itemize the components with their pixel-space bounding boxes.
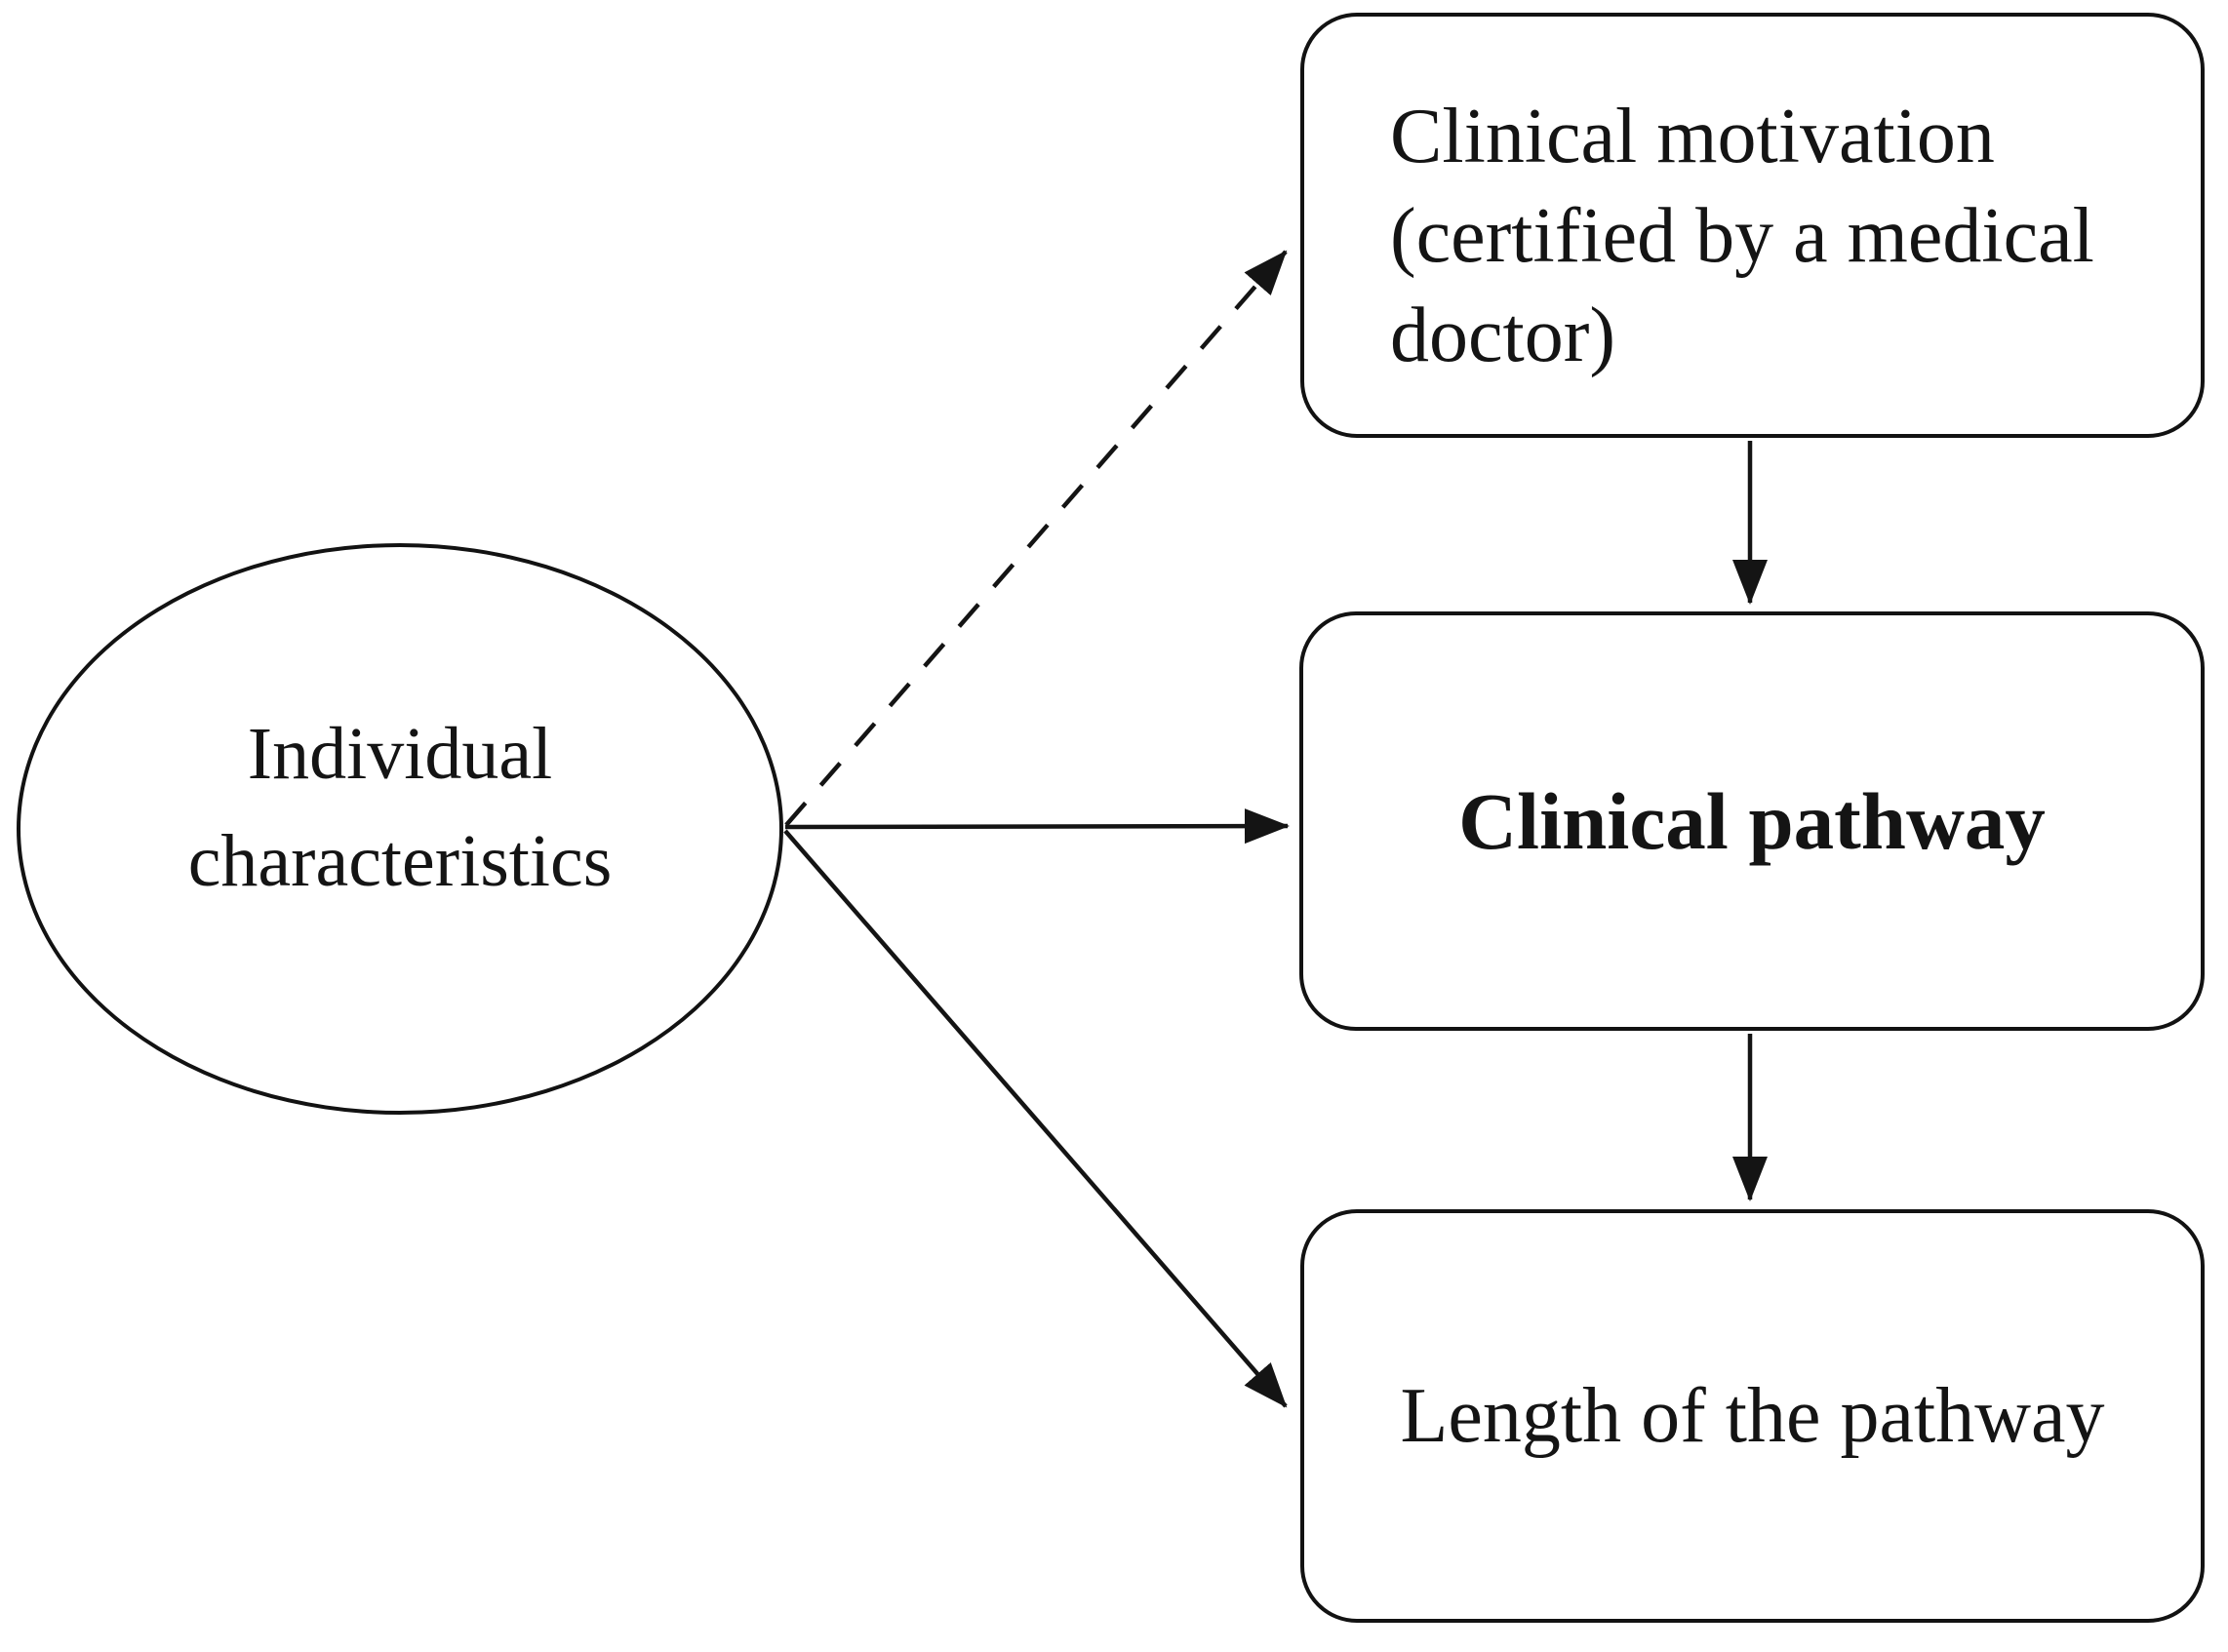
clinical-motivation-line-3: doctor) [1390,293,1616,378]
edge-individual-to-clinical-motivation [784,250,1288,827]
clinical-motivation-line-2: (certified by a medical [1390,193,2094,279]
individual-characteristics-label: Individual characteristics [187,713,613,902]
node-clinical-motivation: Clinical motivation (certified by a medi… [1300,13,2205,438]
node-length-of-pathway: Length of the pathway [1300,1209,2205,1623]
clinical-motivation-line-1: Clinical motivation [1390,94,1995,179]
edge-individual-to-clinical-pathway [784,808,1290,845]
edge-individual-to-length-of-pathway [783,829,1288,1408]
node-clinical-pathway: Clinical pathway [1299,611,2205,1031]
length-of-pathway-label: Length of the pathway [1400,1372,2105,1459]
clinical-pathway-label: Clinical pathway [1458,776,2046,866]
node-individual-characteristics: Individual characteristics [17,543,783,1115]
